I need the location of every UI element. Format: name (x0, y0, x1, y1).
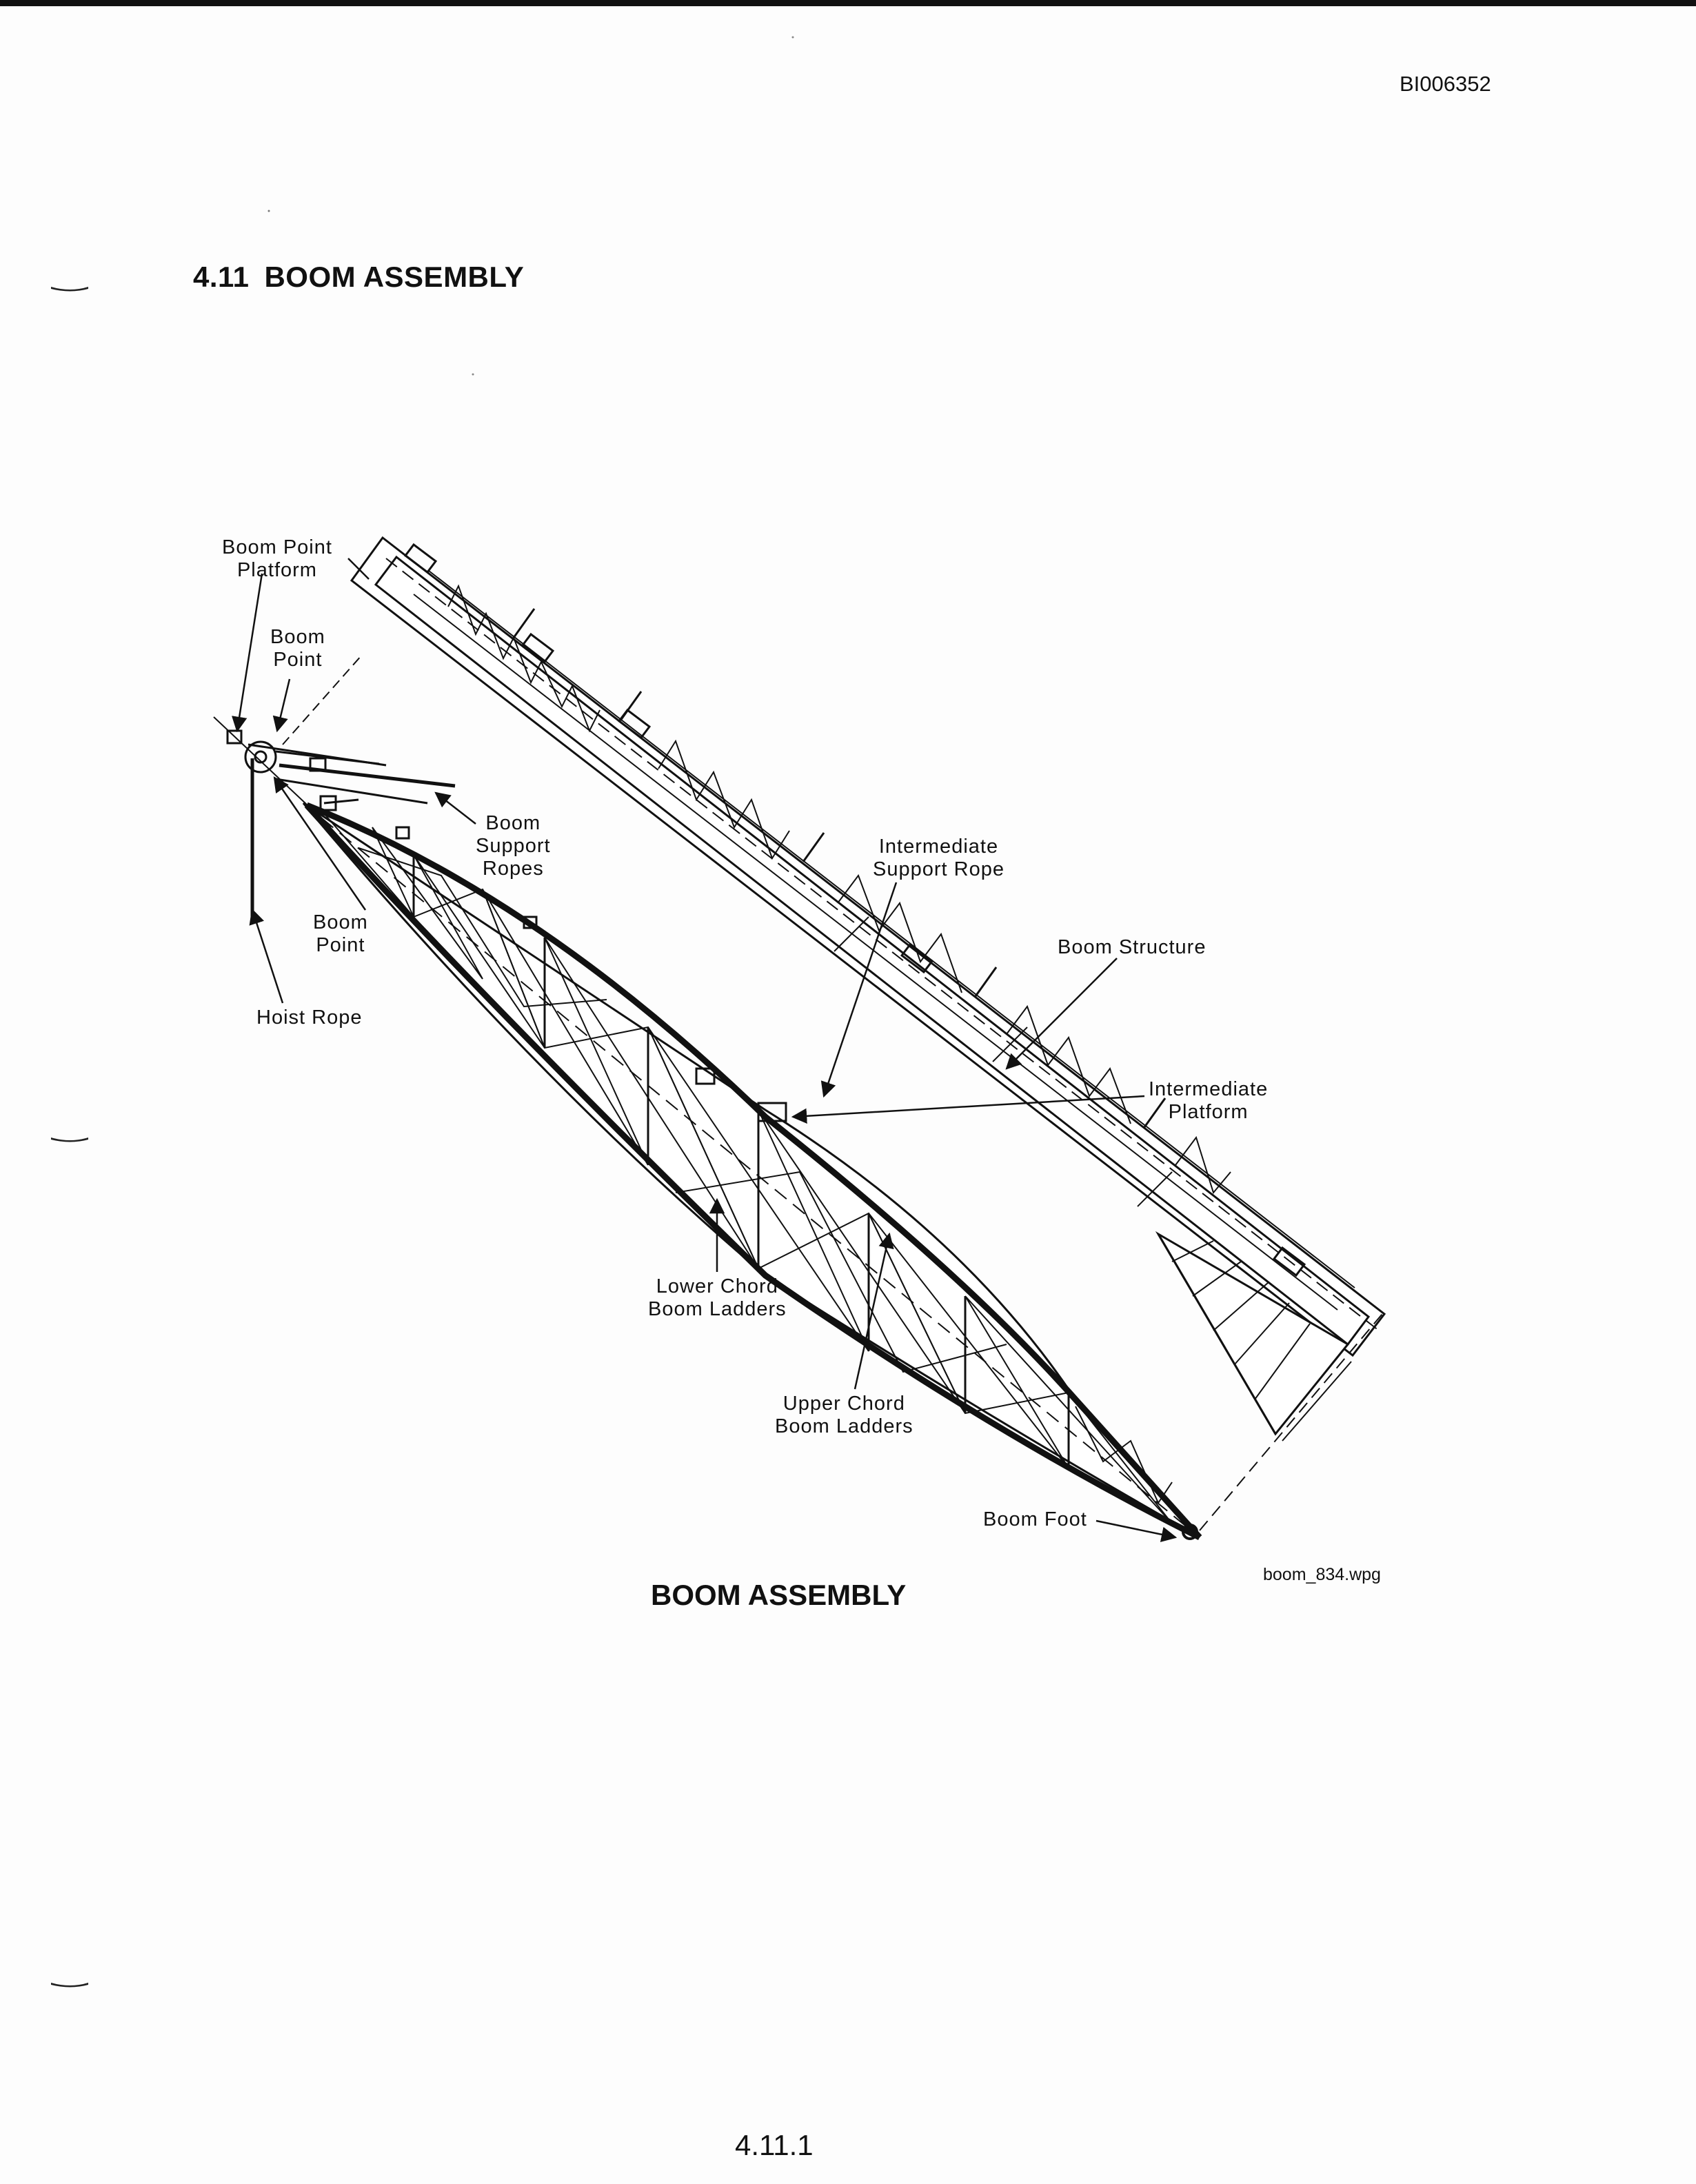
section-number: 4.11 (193, 261, 250, 293)
leader-lines (232, 558, 1178, 1542)
label-intermediate-support-rope: Intermediate Support Rope (873, 836, 1005, 881)
boom-upper-view (350, 536, 1386, 1531)
label-line: Boom Structure (1058, 936, 1207, 958)
label-line: Hoist Rope (256, 1007, 363, 1029)
label-line: Boom (313, 911, 368, 933)
section-title: BOOM ASSEMBLY (264, 261, 525, 293)
label-hoist-rope: Hoist Rope (256, 1007, 362, 1029)
document-id: BI006352 (1400, 72, 1491, 96)
label-line: Support (476, 835, 551, 857)
binder-hole-mark (50, 1135, 90, 1143)
label-line: Intermediate (878, 836, 999, 858)
label-boom-point-platform: Boom Point Platform (222, 536, 332, 582)
figure-filename: boom_834.wpg (1263, 1565, 1381, 1584)
label-line: Ropes (482, 858, 544, 880)
section-heading: 4.11 BOOM ASSEMBLY (193, 261, 524, 294)
label-line: Boom Foot (983, 1508, 1087, 1530)
label-boom-structure: Boom Structure (1058, 936, 1206, 959)
label-line: Upper Chord (783, 1393, 905, 1415)
label-line: Boom (485, 812, 541, 834)
label-line: Boom Point (222, 536, 332, 558)
label-line: Boom (270, 626, 325, 648)
figure-caption: BOOM ASSEMBLY (651, 1579, 907, 1611)
label-intermediate-platform: Intermediate Platform (1149, 1078, 1268, 1124)
binder-hole-mark (50, 284, 90, 292)
label-line: Platform (236, 559, 317, 581)
boom-side-view (302, 802, 1202, 1541)
label-boom-support-ropes: Boom Support Ropes (476, 812, 551, 880)
page-number: 4.11.1 (735, 2129, 814, 2161)
label-line: Lower Chord (656, 1275, 778, 1297)
label-line: Boom Ladders (775, 1415, 913, 1437)
label-boom-point-lower: Boom Point (313, 911, 368, 957)
label-upper-chord-boom-ladders: Upper Chord Boom Ladders (775, 1393, 913, 1438)
label-boom-foot: Boom Foot (983, 1508, 1087, 1531)
label-lower-chord-boom-ladders: Lower Chord Boom Ladders (648, 1275, 787, 1321)
label-line: Platform (1168, 1101, 1249, 1123)
boom-point-head (213, 654, 456, 828)
label-boom-point-upper: Boom Point (270, 626, 325, 671)
scan-top-edge (0, 0, 1696, 6)
binder-hole-mark (50, 1980, 90, 1988)
label-line: Support Rope (873, 858, 1005, 880)
label-line: Boom Ladders (648, 1298, 787, 1320)
label-line: Point (273, 649, 323, 671)
label-line: Point (316, 934, 365, 956)
label-line: Intermediate (1149, 1078, 1269, 1100)
